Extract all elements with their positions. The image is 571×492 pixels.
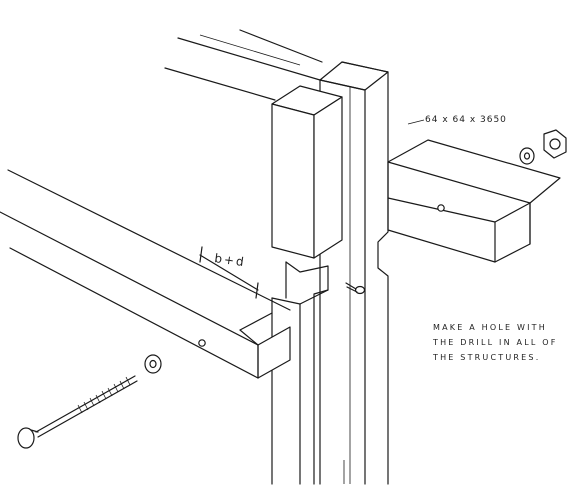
drill-hole-right xyxy=(437,204,445,212)
instruction-line-3: THE STRUCTURES. xyxy=(432,353,540,362)
washer xyxy=(144,354,162,374)
upper-crossbeam xyxy=(164,29,323,101)
drill-hole-left xyxy=(198,339,206,347)
timber-size-label: 64 x 64 x 3650 xyxy=(425,115,507,125)
front-post xyxy=(271,85,343,485)
instruction-line-1: MAKE A HOLE WITH xyxy=(433,323,547,332)
gap-label: b+d xyxy=(214,251,247,269)
carriage-bolt xyxy=(17,375,138,449)
gap-dimension xyxy=(199,246,259,299)
instruction-line-2: THE DRILL IN ALL OF xyxy=(432,338,558,347)
left-beam xyxy=(0,169,291,379)
washer-right xyxy=(519,147,535,165)
cotter-pin xyxy=(345,282,366,295)
hex-nut xyxy=(543,129,567,159)
size-leader xyxy=(407,119,425,125)
